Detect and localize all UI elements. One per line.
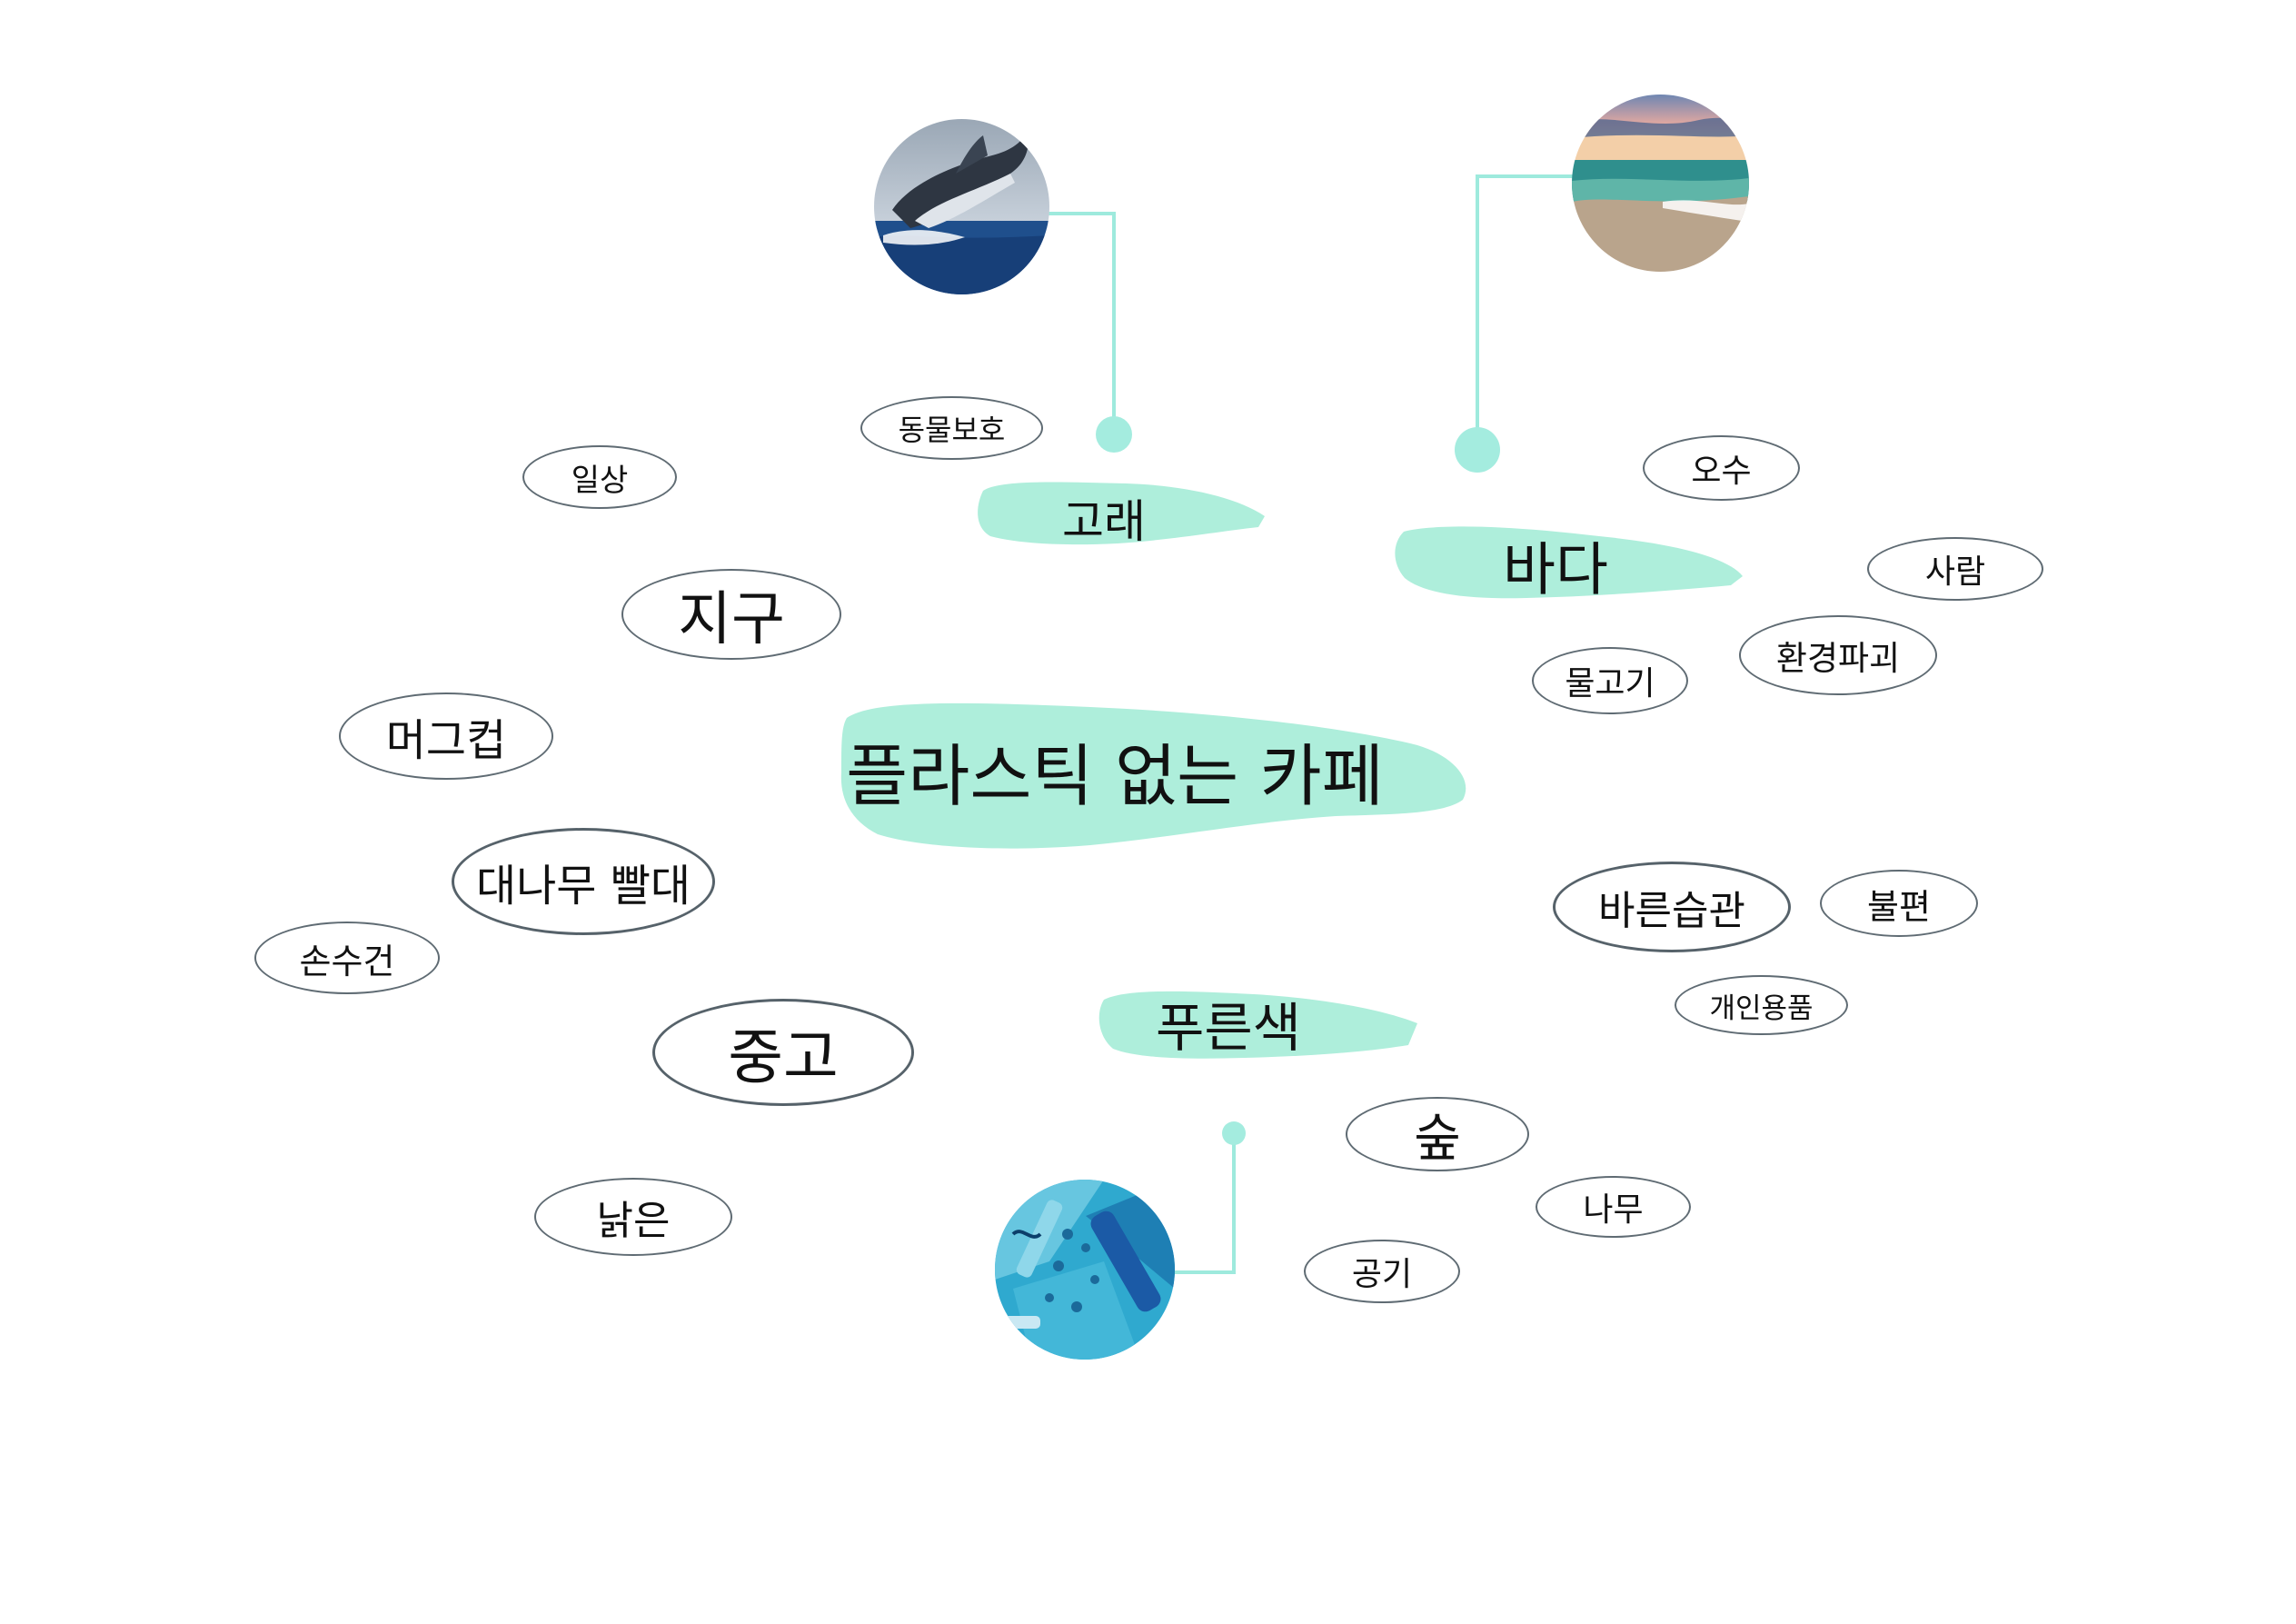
sea-beach-photo: [1572, 95, 1749, 272]
keyword-label: 환경파괴: [1775, 639, 1901, 678]
branch-label-whale: 고래: [1062, 495, 1146, 548]
keyword-label: 개인용품: [1709, 991, 1814, 1025]
keyword-label: 불편: [1867, 886, 1931, 927]
keyword-label: 중고: [728, 1022, 839, 1092]
branch-label-sea: 바다: [1503, 536, 1608, 603]
keyword-good-habit: 바른습관: [1553, 862, 1791, 952]
branch-label-blue: 푸른색: [1155, 997, 1302, 1059]
keyword-label: 물고기: [1565, 665, 1655, 702]
keyword-inconvenience: 불편: [1820, 870, 1978, 937]
center-topic: 플라스틱 없는 카페: [846, 737, 1384, 816]
keyword-air: 공기: [1304, 1240, 1460, 1303]
blue-connector: [1172, 1133, 1236, 1274]
keyword-old: 낡은: [534, 1178, 732, 1256]
keyword-pollution: 오수: [1643, 435, 1800, 501]
keyword-label: 사람: [1924, 553, 1986, 591]
keyword-personal-items: 개인용품: [1675, 975, 1848, 1035]
blue-dot: [1222, 1121, 1246, 1145]
keyword-label: 대나무 빨대: [475, 861, 691, 912]
keyword-bamboo-straw: 대나무 빨대: [452, 828, 715, 935]
whale-photo: [874, 119, 1049, 294]
keyword-label: 낡은: [596, 1198, 671, 1244]
keyword-label: 지구: [678, 586, 785, 653]
keyword-label: 나무: [1583, 1191, 1644, 1229]
keyword-towel: 손수건: [254, 922, 440, 994]
sea-brush: [1395, 526, 1743, 599]
keyword-label: 일상: [571, 462, 629, 499]
keyword-people: 사람: [1867, 537, 2043, 601]
keyword-mug: 머그컵: [339, 692, 553, 780]
whale-connector: [1043, 212, 1116, 434]
keyword-secondhand: 중고: [652, 999, 914, 1106]
keyword-animal-protection: 동물보호: [860, 396, 1043, 460]
keyword-label: 동물보호: [898, 413, 1006, 447]
whale-dot: [1096, 416, 1132, 453]
keyword-forest: 숲: [1346, 1097, 1529, 1171]
keyword-label: 바른습관: [1598, 888, 1745, 934]
blue-objects-photo: [995, 1180, 1175, 1360]
keyword-env-destruction: 환경파괴: [1739, 615, 1937, 695]
keyword-label: 공기: [1351, 1256, 1413, 1293]
sea-connector: [1476, 174, 1579, 450]
blue-brush: [1098, 991, 1417, 1059]
keyword-label: 오수: [1691, 453, 1752, 490]
sea-dot: [1455, 427, 1500, 473]
keyword-tree: 나무: [1536, 1176, 1691, 1238]
whale-brush: [978, 482, 1265, 545]
keyword-label: 숲: [1414, 1109, 1461, 1169]
keyword-label: 손수건: [299, 941, 395, 981]
keyword-earth: 지구: [621, 569, 841, 660]
keyword-daily-life: 일상: [522, 445, 677, 509]
keyword-fish: 물고기: [1532, 647, 1688, 714]
keyword-label: 머그컵: [385, 715, 507, 766]
center-brush: [840, 702, 1466, 849]
